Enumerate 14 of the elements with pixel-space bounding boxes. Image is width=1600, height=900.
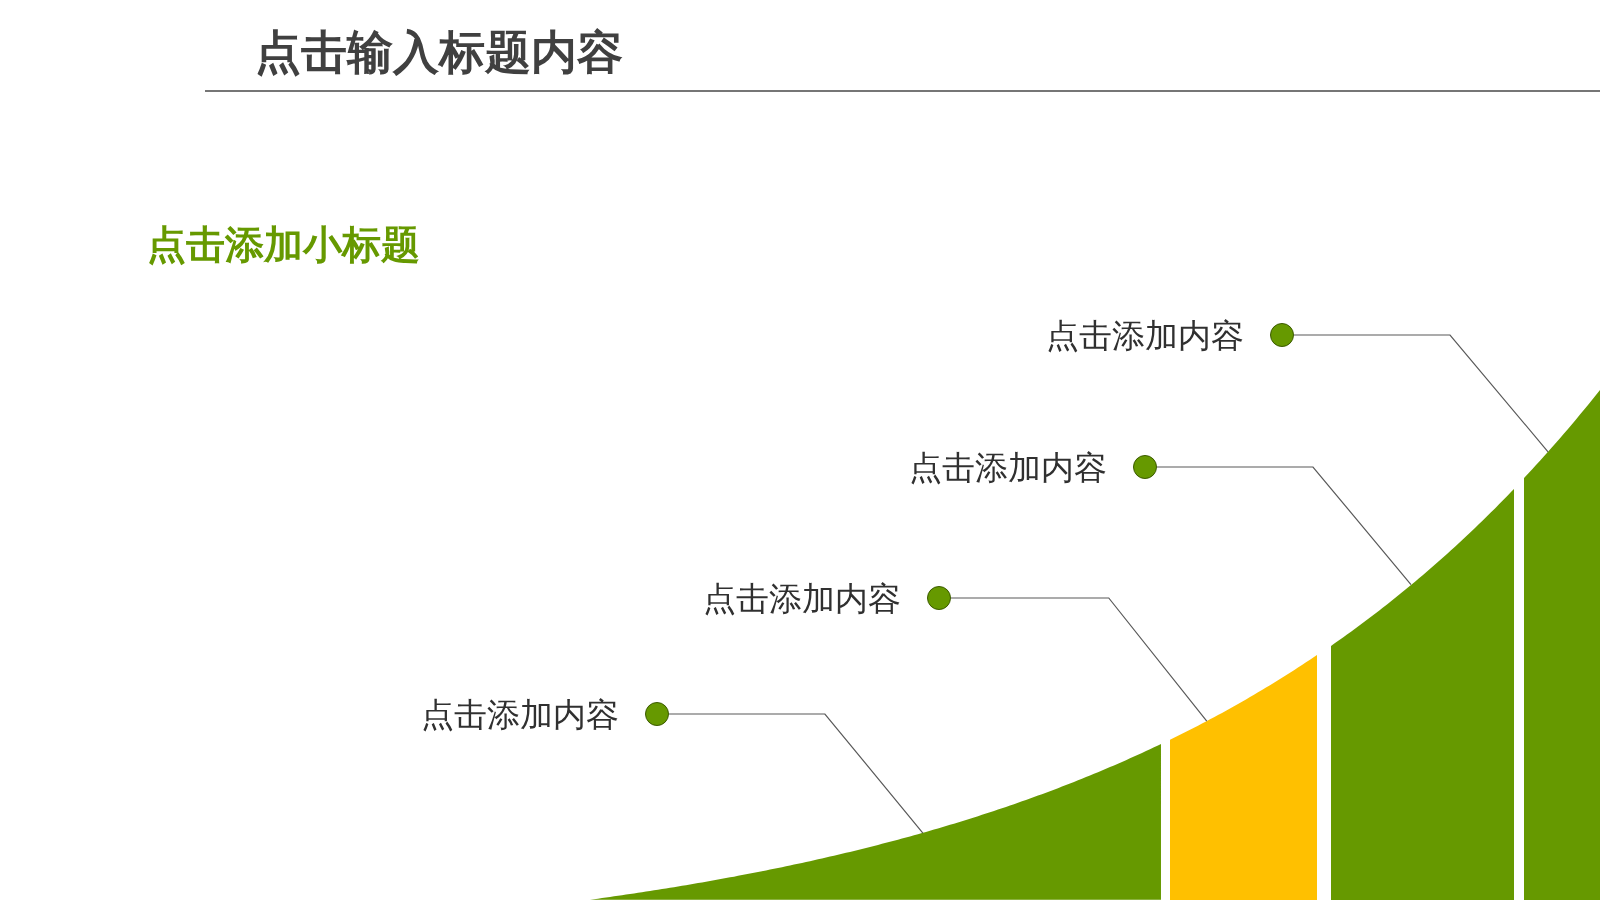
curved-bar xyxy=(590,744,1161,900)
curved-bar xyxy=(1331,488,1514,900)
leader-line xyxy=(1293,334,1549,453)
content-label: 点击添加内容 xyxy=(703,581,901,615)
curved-bar xyxy=(1524,390,1600,900)
content-label: 点击添加内容 xyxy=(909,450,1107,484)
curved-bar xyxy=(1170,655,1317,900)
leader-line xyxy=(668,713,924,834)
subheading: 点击添加小标题 xyxy=(147,225,420,264)
leader-line xyxy=(1156,466,1412,586)
slide-title: 点击输入标题内容 xyxy=(255,29,623,75)
content-label: 点击添加内容 xyxy=(1046,318,1244,352)
leader-line xyxy=(950,597,1208,722)
content-label: 点击添加内容 xyxy=(421,697,619,731)
